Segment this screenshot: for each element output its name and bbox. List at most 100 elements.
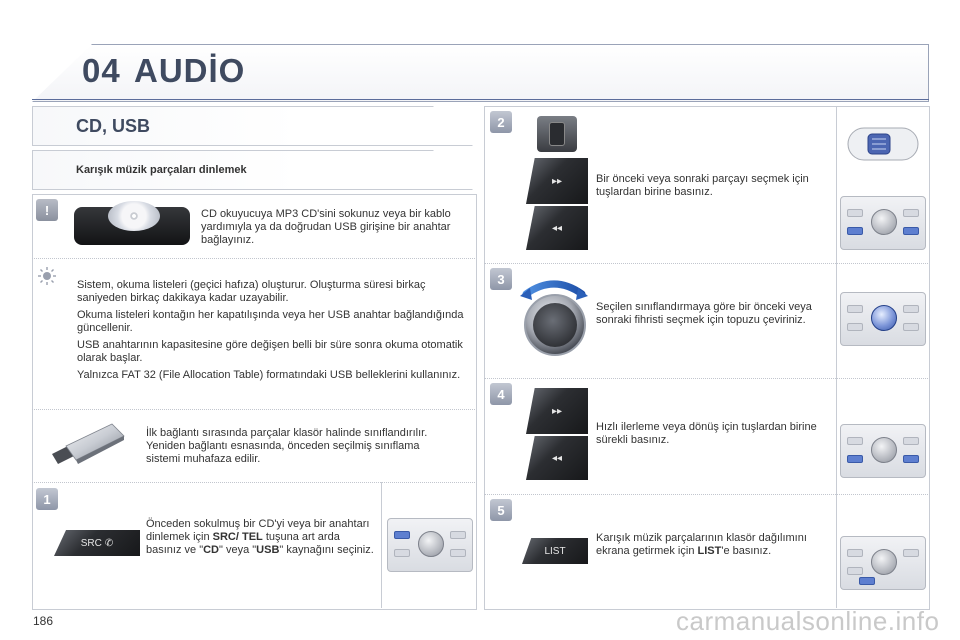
- radio-key: [394, 549, 410, 557]
- tip-text: Yalnızca FAT 32 (File Allocation Table) …: [77, 369, 461, 381]
- chapter-number: 04: [82, 52, 121, 89]
- forward-key-highlight: [903, 455, 919, 463]
- cd-disc-icon: [108, 201, 160, 231]
- knob-center: [533, 303, 577, 347]
- radio-knob: [418, 531, 444, 557]
- radio-knob: [871, 437, 897, 463]
- text-span: 'e basınız.: [721, 545, 772, 557]
- step-4-badge: 4: [490, 383, 512, 405]
- step-5-text: Karışık müzik parçalarının klasör dağılı…: [596, 532, 828, 558]
- radio-key: [847, 323, 863, 331]
- radio-key: [847, 549, 863, 557]
- lightbulb-icon: [36, 265, 58, 287]
- fast-forward-icon: ▸▸: [551, 405, 563, 417]
- radio-unit-icon: [387, 518, 473, 572]
- text-span: tuşuna art arda basınız ve ": [146, 531, 340, 556]
- radio-key: [903, 209, 919, 217]
- header-underline: [32, 99, 929, 100]
- tip-text: Okuma listeleri kontağın her kapatılışın…: [77, 309, 464, 334]
- next-icon: ▸▸: [551, 175, 563, 187]
- divider: [32, 482, 475, 483]
- radio-key: [847, 437, 863, 445]
- subtitle-panel: [32, 150, 477, 190]
- section-title: CD, USB: [76, 116, 151, 136]
- rotary-knob-icon: [524, 294, 586, 356]
- src-button-label: SRC: [80, 537, 102, 549]
- list-button-label: LIST: [544, 545, 566, 557]
- section-title-panel: [32, 106, 477, 146]
- chapter-header: [32, 44, 929, 102]
- key-name: USB: [256, 544, 280, 556]
- usb-stick-note: İlk bağlantı sırasında parçalar klasör h…: [146, 427, 428, 465]
- cd-usb-note: CD okuyucuya MP3 CD'sini sokunuz veya bi…: [201, 208, 451, 246]
- radio-key: [903, 323, 919, 331]
- radio-key: [847, 209, 863, 217]
- rewind-icon: ◂◂: [551, 452, 563, 464]
- phone-icon: ✆: [104, 537, 114, 549]
- rewind-button[interactable]: ◂◂: [526, 436, 588, 480]
- warning-icon: !: [36, 199, 58, 221]
- radio-unit-icon: [840, 424, 926, 478]
- step-3-text: Seçilen sınıflandırmaya göre bir önceki …: [596, 301, 812, 326]
- text-span: " kaynağını seçiniz.: [279, 544, 374, 556]
- radio-knob: [871, 549, 897, 575]
- steering-switch-icon: [842, 120, 926, 172]
- usb-stick-icon: [46, 420, 126, 470]
- text-span: Önceden sokulmuş bir CD'yi veya bir anah…: [146, 518, 370, 543]
- tip-text: USB anahtarının kapasitesine göre değişe…: [77, 339, 463, 364]
- radio-key: [847, 567, 863, 575]
- rewind-key-highlight: [847, 455, 863, 463]
- previous-icon: ◂◂: [551, 222, 563, 234]
- key-name: SRC/ TEL: [212, 531, 263, 543]
- radio-unit-icon: [840, 536, 926, 590]
- divider: [32, 258, 475, 259]
- radio-unit-icon: [840, 292, 926, 346]
- watermark: carmanualsonline.info: [676, 606, 940, 636]
- section-subtitle: Karışık müzik parçaları dinlemek: [76, 164, 247, 176]
- scroll-wheel-icon: [549, 122, 565, 146]
- prev-key-highlight: [847, 227, 863, 235]
- rotate-arrow-icon: [522, 280, 586, 298]
- step-2-badge: 2: [490, 111, 512, 133]
- radio-key: [847, 305, 863, 313]
- rotary-knob[interactable]: [518, 278, 590, 354]
- step-1-text: Önceden sokulmuş bir CD'yi veya bir anah…: [146, 518, 378, 557]
- chapter-title: AUDİO: [134, 52, 246, 89]
- page-number: 186: [33, 614, 54, 628]
- src-tel-button[interactable]: SRC ✆: [54, 530, 140, 556]
- cd-player-icon: [74, 201, 190, 245]
- radio-key: [903, 437, 919, 445]
- key-name: LIST: [697, 545, 722, 557]
- key-name: CD: [203, 544, 219, 556]
- divider: [836, 106, 837, 608]
- step-5-badge: 5: [490, 499, 512, 521]
- divider: [484, 494, 928, 495]
- step-2-text: Bir önceki veya sonraki parçayı seçmek i…: [596, 173, 809, 198]
- knob-highlight: [871, 305, 897, 331]
- divider: [381, 482, 382, 608]
- radio-knob: [871, 209, 897, 235]
- divider: [32, 409, 475, 410]
- step-4-text: Hızlı ilerleme veya dönüş için tuşlardan…: [596, 421, 817, 446]
- next-key-highlight: [903, 227, 919, 235]
- divider: [484, 378, 928, 379]
- previous-track-button[interactable]: ◂◂: [526, 206, 588, 250]
- radio-unit-icon: [840, 196, 926, 250]
- radio-key: [903, 549, 919, 557]
- list-button[interactable]: LIST: [522, 538, 588, 564]
- radio-key: [450, 531, 466, 539]
- step-3-badge: 3: [490, 268, 512, 290]
- tip-text: Sistem, okuma listeleri (geçici hafıza) …: [77, 279, 426, 304]
- radio-key: [903, 305, 919, 313]
- divider: [484, 263, 928, 264]
- text-span: Karışık müzik parçalarının klasör dağılı…: [596, 532, 807, 557]
- step-1-badge: 1: [36, 488, 58, 510]
- text-span: " veya ": [219, 544, 257, 556]
- steering-control-icon: [537, 116, 577, 152]
- radio-key: [450, 549, 466, 557]
- list-key-highlight: [859, 577, 875, 585]
- fast-forward-button[interactable]: ▸▸: [526, 388, 588, 434]
- tips-block: Sistem, okuma listeleri (geçici hafıza) …: [77, 279, 469, 386]
- next-track-button[interactable]: ▸▸: [526, 158, 588, 204]
- src-key-highlight: [394, 531, 410, 539]
